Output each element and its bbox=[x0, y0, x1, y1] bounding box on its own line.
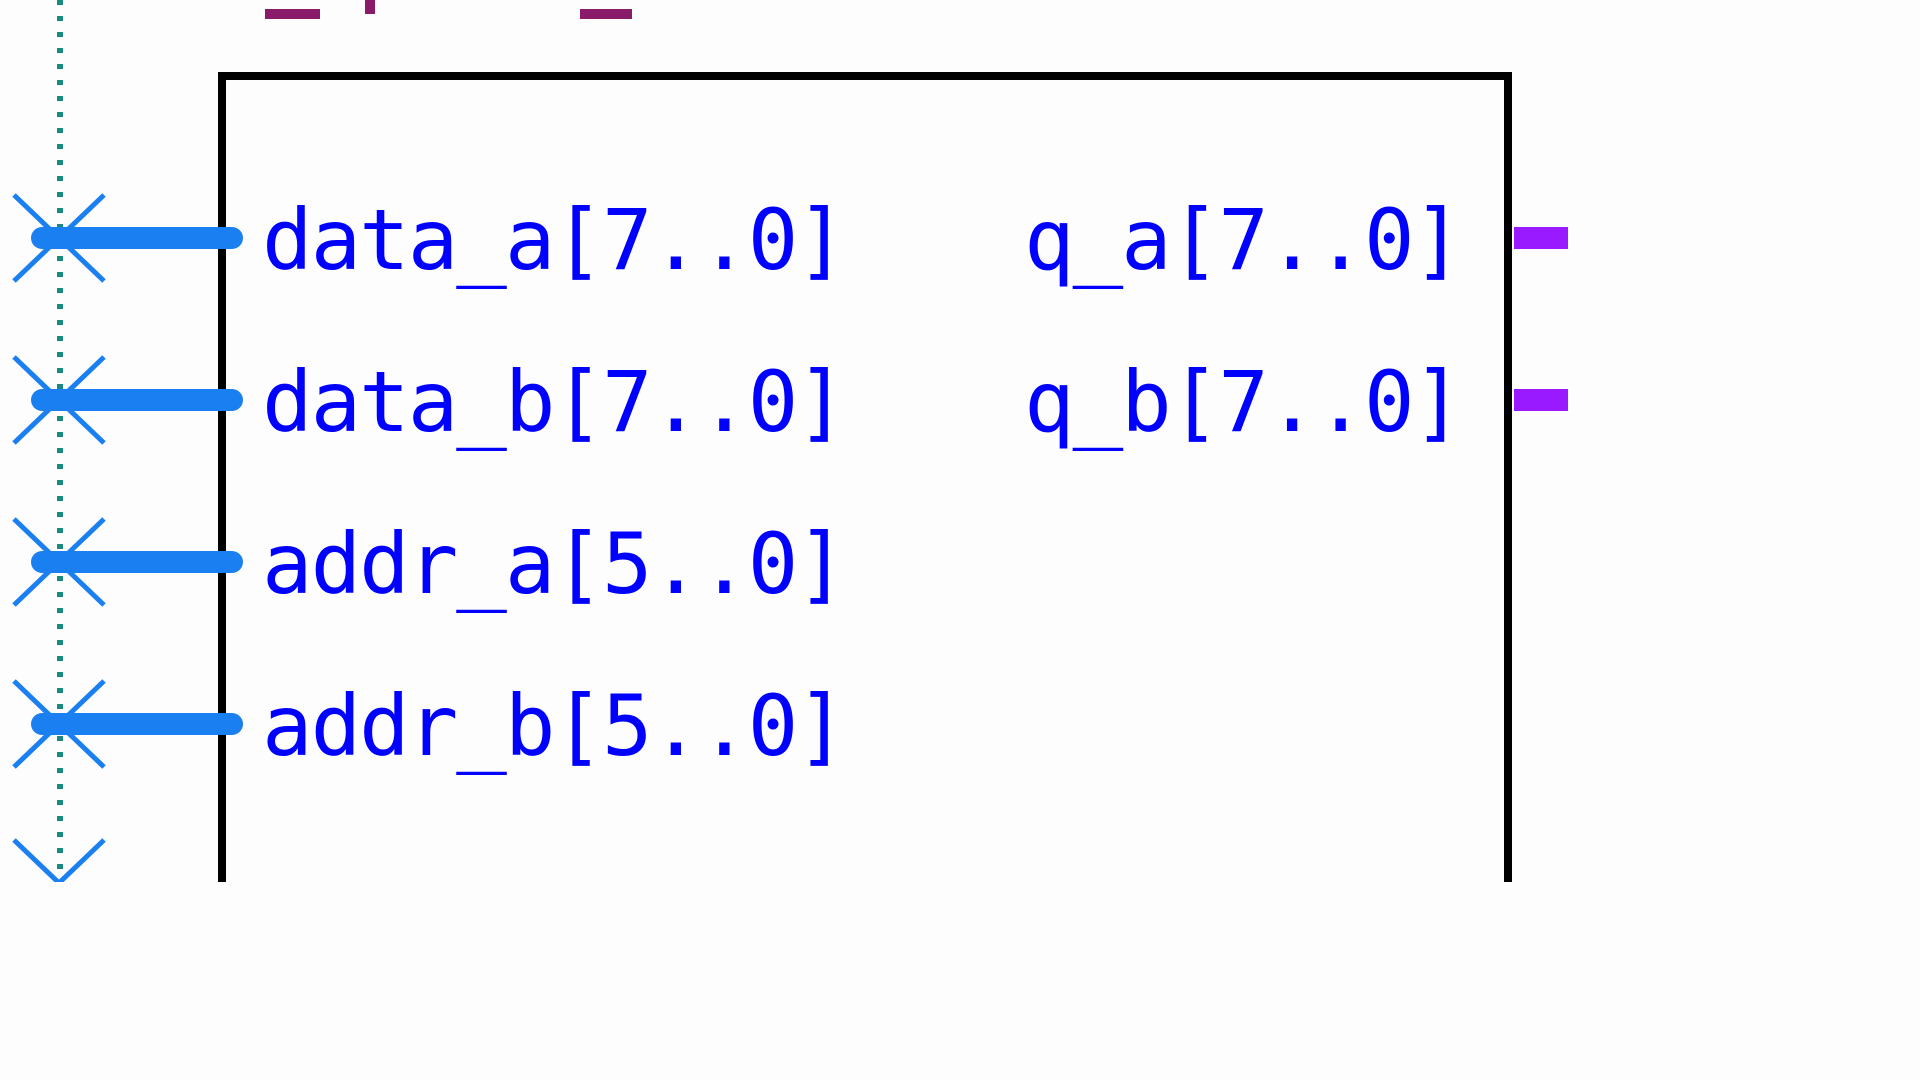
input-wire-partial bbox=[12, 838, 106, 882]
x-mark-icon bbox=[56, 838, 106, 882]
x-mark-icon bbox=[12, 355, 106, 445]
x-mark-icon bbox=[12, 193, 106, 283]
x-mark-icon bbox=[12, 838, 62, 882]
port-label-addr-b: addr_b[5..0] bbox=[262, 677, 847, 775]
port-label-addr-a: addr_a[5..0] bbox=[262, 515, 847, 613]
port-label-data-b: data_b[7..0] bbox=[262, 353, 847, 451]
port-label-q-a: q_a[7..0] bbox=[1024, 191, 1463, 289]
x-mark-icon bbox=[12, 517, 106, 607]
input-wire-data-b[interactable] bbox=[12, 355, 243, 445]
input-wire-addr-a[interactable] bbox=[12, 517, 243, 607]
schematic-canvas bbox=[12, 0, 1568, 882]
block-body[interactable] bbox=[218, 72, 1512, 882]
top-net-fragment bbox=[265, 0, 632, 19]
port-label-q-b: q_b[7..0] bbox=[1024, 353, 1463, 451]
input-wire-addr-b[interactable] bbox=[12, 679, 243, 769]
input-wire-data-a[interactable] bbox=[12, 193, 243, 283]
x-mark-icon bbox=[12, 679, 106, 769]
port-label-data-a: data_a[7..0] bbox=[262, 191, 847, 289]
